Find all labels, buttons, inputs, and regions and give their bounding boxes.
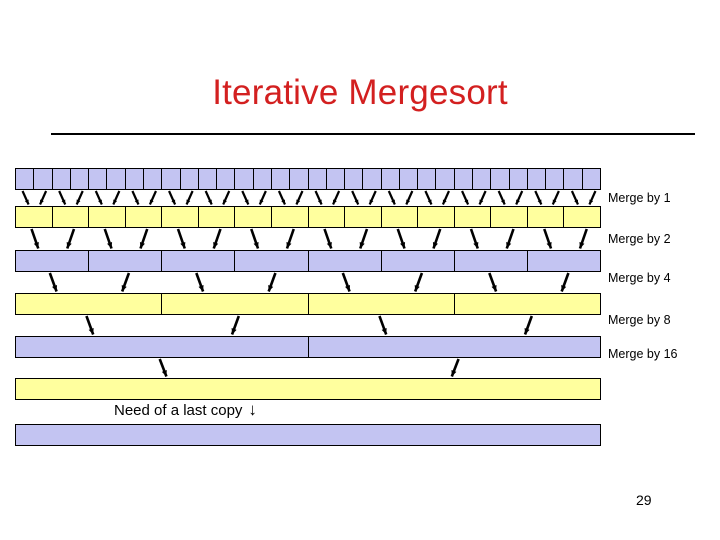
array-cell [307,293,454,315]
array-cell [526,250,601,272]
array-cell [252,168,271,190]
array-cell [15,206,52,228]
array-cell [453,293,601,315]
merge-label-4: Merge by 8 [608,313,671,327]
array-cell [307,168,326,190]
array-cell [362,168,381,190]
array-cell [545,168,564,190]
array-cell [417,206,454,228]
array-cell [526,168,546,190]
array-cell [344,206,381,228]
arrows-1 [15,190,601,206]
array-cell [472,168,491,190]
merge-label-1: Merge by 1 [608,191,671,205]
row-merge-2 [15,250,601,272]
array-cell [490,206,527,228]
array-cell [325,168,345,190]
arrows-3 [15,272,601,293]
array-cell [88,206,125,228]
array-cell [307,336,601,358]
last-copy-note-text: Need of a last copy [114,402,243,419]
array-cell [33,168,52,190]
array-cell [197,206,235,228]
array-cell [124,168,143,190]
array-cell [380,250,454,272]
title-divider [51,133,695,135]
array-cell [69,168,89,190]
array-cell [124,206,162,228]
row-final-copy [15,424,601,446]
array-cell [161,168,180,190]
merge-label-2: Merge by 2 [608,232,671,246]
array-cell [380,206,418,228]
array-cell [453,168,473,190]
array-cell [179,168,198,190]
row-merge-8 [15,336,601,358]
array-cell [51,168,70,190]
array-cell [106,168,125,190]
array-cell [234,206,271,228]
array-cell [490,168,509,190]
array-cell [234,168,253,190]
array-cell [234,250,308,272]
row-merge-16 [15,378,601,400]
array-cell [161,206,198,228]
array-cell [15,424,601,446]
array-cell [161,293,308,315]
array-cell [526,206,564,228]
array-cell [51,206,89,228]
array-cell [453,206,491,228]
array-cell [161,250,235,272]
array-cell [417,168,436,190]
row-merge-4 [15,293,601,315]
array-cell [15,250,89,272]
last-copy-note: Need of a last copy ↓ [114,401,257,420]
array-cell [581,168,601,190]
array-cell [563,206,601,228]
row-merge-1 [15,206,601,228]
row-initial [15,168,601,190]
array-cell [216,168,235,190]
arrows-2 [15,228,601,250]
array-cell [15,168,34,190]
merge-label-3: Merge by 4 [608,271,671,285]
array-cell [88,250,162,272]
array-cell [380,168,399,190]
page-number: 29 [636,492,652,508]
array-cell [15,378,601,400]
arrows-4 [15,315,601,336]
array-cell [15,293,162,315]
array-cell [197,168,217,190]
array-cell [344,168,363,190]
array-cell [453,250,527,272]
array-cell [289,168,308,190]
array-cell [307,206,345,228]
array-cell [398,168,418,190]
array-cell [142,168,162,190]
array-cell [270,168,290,190]
array-cell [88,168,107,190]
array-cell [435,168,454,190]
down-arrow-icon: ↓ [248,400,257,419]
array-cell [563,168,582,190]
page-title: Iterative Mergesort [212,73,508,112]
arrows-5 [15,358,601,378]
array-cell [307,250,381,272]
merge-label-5: Merge by 16 [608,347,678,361]
array-cell [508,168,527,190]
array-cell [270,206,308,228]
array-cell [15,336,308,358]
